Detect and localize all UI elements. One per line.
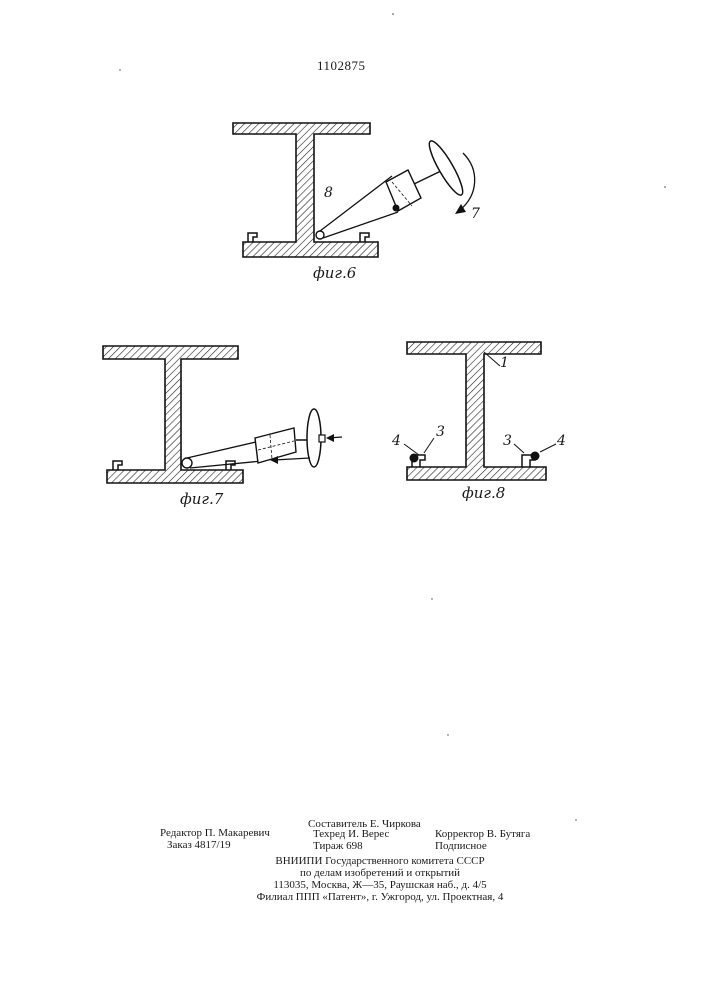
fig8-mark-3-right: 3 [503,433,512,449]
fig6-mark-7: 7 [471,206,480,222]
fig8-mark-4-left: 4 [392,433,401,449]
fig8-seal-right [531,452,540,461]
fig6-rail-right [360,233,369,242]
scan-specks [119,13,666,821]
fig8-mark-3-left: 3 [436,424,445,440]
fig7-drawing [103,346,342,483]
fig6-label: фиг.6 [313,264,356,282]
fig6-handwheel [424,138,467,199]
fig7-ibeam [103,346,243,483]
fig7-arm-upper [187,441,260,458]
fig8-seal-left [410,454,419,463]
subscription: Подписное [435,840,487,853]
fig6-drawing [233,123,475,257]
fig8-drawing [404,342,556,480]
fig8-label: фиг.8 [462,484,505,502]
fig6-mark-8: 8 [324,185,333,201]
fig6-rod [414,170,443,184]
fig7-rail-right [226,461,235,470]
circulation: Тираж 698 [313,840,363,853]
fig7-move-arrow [274,458,310,460]
fig8-mark-1: 1 [500,355,509,371]
fig6-contact-roller [316,231,324,239]
fig7-label: фиг.7 [180,490,223,508]
fig8-ibeam [407,342,546,480]
fig6-knob [393,205,400,212]
publisher-line-4: Филиал ППП «Патент», г. Ужгород, ул. Про… [140,891,620,904]
order-number: Заказ 4817/19 [167,839,231,852]
fig6-rotation-arrow [460,153,475,210]
fig7-contact-roller [182,458,192,468]
fig8-mark-4-right: 4 [557,433,566,449]
fig7-rail-left [113,461,122,470]
fig6-rail-left [248,233,257,242]
